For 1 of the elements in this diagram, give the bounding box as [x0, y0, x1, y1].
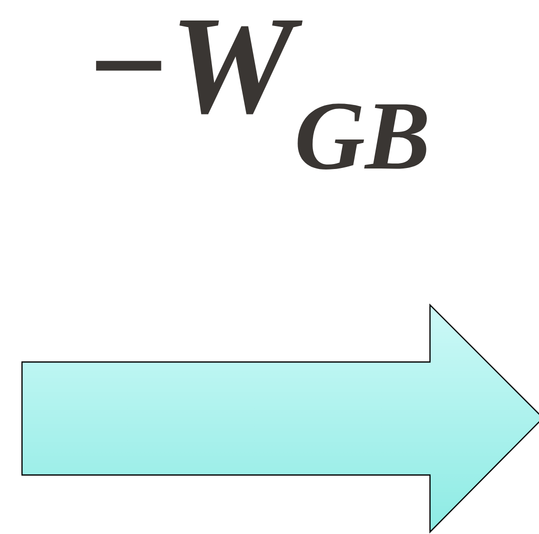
formula-label: −W$_{GB}$	[96, 20, 427, 170]
